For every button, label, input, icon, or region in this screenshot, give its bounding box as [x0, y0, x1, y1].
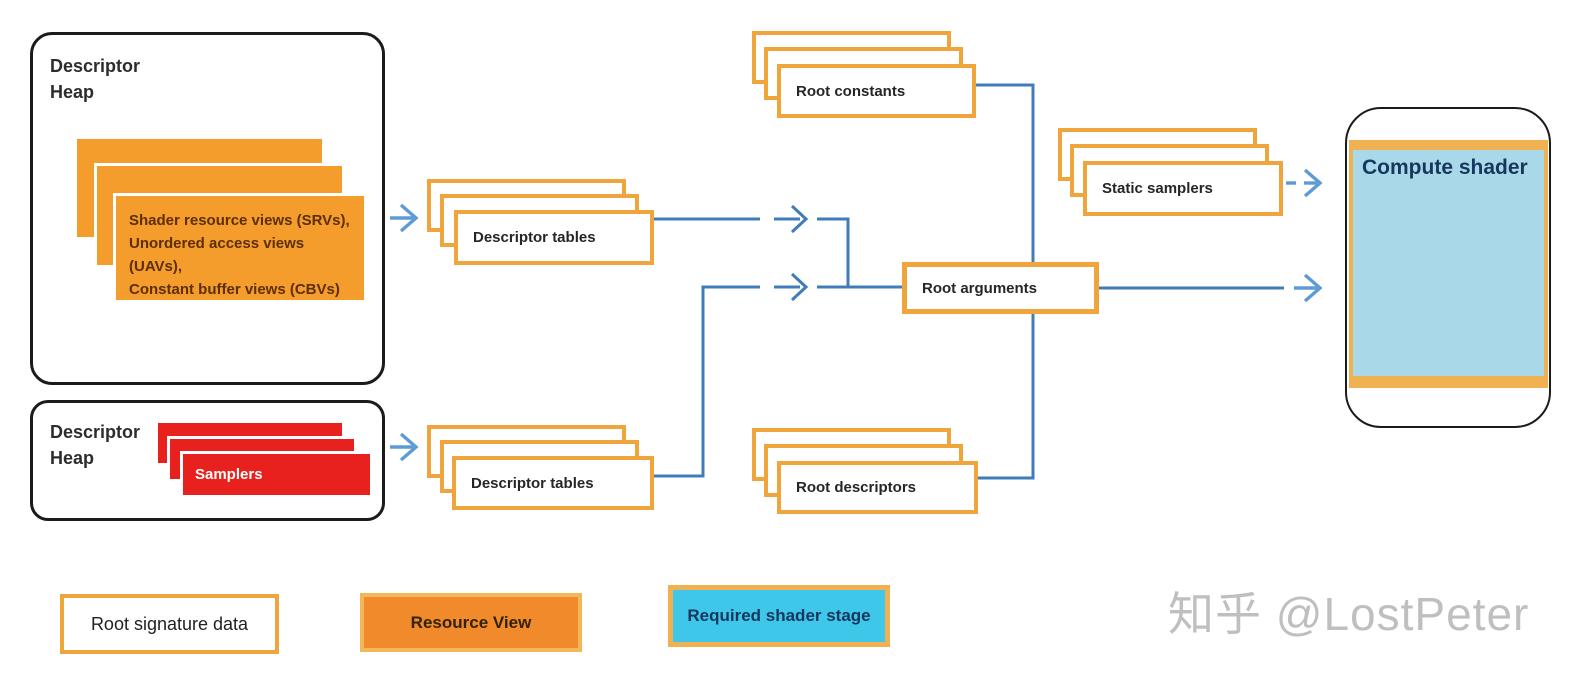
descriptor-tables-top-label: Descriptor tables	[473, 229, 596, 246]
arrow-icon	[790, 272, 809, 302]
connector-root-arguments	[1098, 273, 1323, 303]
descriptor-heap-top-title: Descriptor Heap	[50, 56, 141, 102]
connector-descriptor-tables-top	[653, 204, 850, 287]
descriptor-tables-top-front: Descriptor tables	[454, 210, 654, 265]
root-arguments-label: Root arguments	[922, 279, 1038, 297]
connector-static-samplers	[1286, 168, 1323, 198]
root-constants-label: Root constants	[796, 82, 906, 100]
resource-views-stack-front: Shader resource views (SRVs), Unordered …	[113, 193, 367, 303]
legend-root-signature-data-label: Root signature data	[90, 613, 249, 634]
arrow-icon	[390, 432, 419, 462]
legend-resource-view-label: Resource View	[410, 612, 532, 632]
legend-root-signature-data: Root signature data	[60, 594, 279, 654]
legend-required-shader-stage-label: Required shader stage	[687, 606, 871, 625]
connector-descriptor-tables-bottom	[650, 272, 902, 478]
root-descriptors-front: Root descriptors	[777, 461, 978, 514]
arrow-icon	[790, 204, 809, 234]
root-descriptors-label: Root descriptors	[796, 479, 917, 496]
static-samplers-front: Static samplers	[1083, 161, 1283, 216]
legend-resource-view: Resource View	[360, 593, 582, 652]
compute-shader-label: Compute shader	[1362, 156, 1528, 179]
arrow-icon	[1303, 273, 1323, 303]
root-constants-front: Root constants	[777, 64, 976, 118]
descriptor-tables-bottom-label: Descriptor tables	[471, 474, 594, 492]
compute-shader-stage: Compute shader	[1349, 140, 1548, 388]
resource-views-label: Shader resource views (SRVs), Unordered …	[129, 212, 350, 298]
descriptor-heap-bottom-title: Descriptor Heap	[50, 422, 141, 468]
root-arguments-box: Root arguments	[902, 262, 1099, 314]
arrow-icon	[1303, 168, 1323, 198]
compute-shader-outline: Compute shader	[1345, 107, 1551, 428]
static-samplers-label: Static samplers	[1102, 180, 1213, 197]
samplers-label: Samplers	[195, 466, 263, 483]
samplers-stack-front: Samplers	[180, 451, 373, 498]
legend-required-shader-stage: Required shader stage	[668, 585, 890, 647]
descriptor-tables-bottom-front: Descriptor tables	[452, 456, 654, 510]
arrow-icon	[390, 203, 419, 233]
watermark: 知乎 @LostPeter	[1168, 588, 1530, 640]
